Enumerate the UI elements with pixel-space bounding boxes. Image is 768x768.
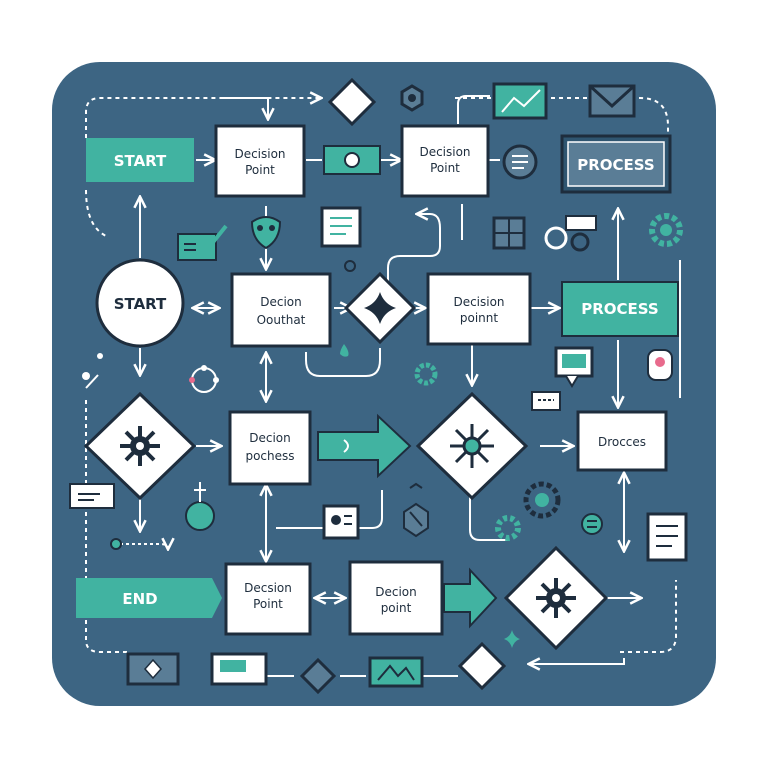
- decision-diamond-left: [83, 391, 197, 501]
- start-terminal-top: START: [86, 138, 194, 182]
- start-top-label: START: [114, 152, 167, 170]
- process-lower-node: Drocces: [576, 410, 668, 472]
- teal-arrow-bottom: [443, 567, 498, 629]
- decision-box-mid-2: Decision poinnt: [426, 272, 532, 346]
- end-label: END: [122, 590, 157, 608]
- end-terminal: END: [76, 578, 222, 618]
- start-circle-node: START: [95, 258, 185, 348]
- chat-bubble-icon: [554, 346, 594, 388]
- process-mid-node: PROCESS: [561, 281, 679, 337]
- gear-outline-icon: [523, 481, 561, 519]
- box-top-1-line2: Point: [245, 163, 275, 177]
- hexagon-nut-icon: [400, 84, 424, 112]
- hex-tool-icon: [403, 482, 429, 538]
- checklist-card-icon: [177, 224, 228, 261]
- diagram-panel: [52, 62, 716, 706]
- grid-icon: [492, 216, 526, 250]
- location-bubble-icon: [647, 349, 673, 381]
- diamond-white-icon: [457, 641, 507, 691]
- start-circle-label: START: [114, 295, 167, 313]
- box-bot-2-line2: point: [381, 601, 412, 615]
- decision-box-top-1: Decision Point: [214, 124, 306, 198]
- monitor-icon: [210, 652, 268, 686]
- list-circle-icon: [502, 144, 538, 180]
- envelope-icon: [588, 84, 636, 118]
- box-low-1-line1: Decion: [249, 431, 291, 445]
- decision-box-top-2: Decision Point: [400, 124, 490, 198]
- sparkle-icon: [504, 630, 520, 648]
- box-bot-1-line2: Point: [253, 597, 283, 611]
- process-mid-label: PROCESS: [581, 300, 658, 318]
- box-mid-2-line1: Decision: [453, 295, 504, 309]
- equal-circle-icon: [581, 513, 603, 535]
- gear-teal-icon: [495, 515, 521, 541]
- box-top-1-line1: Decision: [234, 147, 285, 161]
- box-top-2-line1: Decision: [419, 145, 470, 159]
- chat-small-icon: [531, 391, 561, 411]
- drop-icon: [340, 344, 349, 357]
- drop-shield-icon: [250, 216, 282, 250]
- process-top-label: PROCESS: [577, 156, 654, 174]
- id-card-icon: [322, 504, 360, 540]
- decision-diamond-bottom: [503, 545, 609, 651]
- box-bot-2-line1: Decion: [375, 585, 417, 599]
- gear-icon: [536, 578, 576, 618]
- chart-window-icon: [492, 82, 548, 120]
- process-lower-label: Drocces: [598, 435, 646, 449]
- box-mid-1-line1: Decion: [260, 295, 302, 309]
- box-low-1-line2: pochess: [245, 449, 294, 463]
- decision-diamond-center: [343, 271, 417, 345]
- box-top-2-line2: Point: [430, 161, 460, 175]
- message-card-icon: [69, 483, 115, 509]
- decision-box-bot-2: Decion point: [348, 560, 444, 636]
- clipboard-icon: [320, 206, 362, 248]
- box-mid-1-line2: Oouthat: [257, 313, 306, 327]
- point-icon: [110, 538, 122, 550]
- toggle-icon: [323, 145, 381, 175]
- gear-small-icon: [414, 362, 438, 386]
- star-node-icon: [450, 424, 494, 468]
- box-bot-1-line1: Decsion: [244, 581, 292, 595]
- gear-icon: [120, 426, 160, 466]
- mountain-card-icon: [368, 656, 424, 688]
- process-top-node: PROCESS: [560, 134, 672, 194]
- cog-icon: [649, 213, 683, 247]
- decision-box-low-1: Decion pochess: [228, 410, 312, 486]
- decision-box-bot-1: Decsion Point: [224, 562, 312, 636]
- monitor-diamond-icon: [126, 652, 180, 686]
- teal-arrow-mid: [317, 413, 412, 479]
- dot-icon: [344, 260, 356, 272]
- decision-diamond-right: [415, 391, 529, 501]
- clipboard-list-icon: [646, 512, 688, 562]
- decision-box-mid-1: Decion Oouthat: [230, 272, 332, 348]
- diamond-icon: [327, 77, 377, 127]
- diamond-small-icon: [299, 657, 337, 695]
- gears-icon: [544, 215, 597, 252]
- sparkle-icon: [364, 292, 396, 324]
- vial-icon: [185, 482, 215, 531]
- node-graph-icon: [82, 353, 219, 393]
- box-mid-2-line2: poinnt: [460, 311, 499, 325]
